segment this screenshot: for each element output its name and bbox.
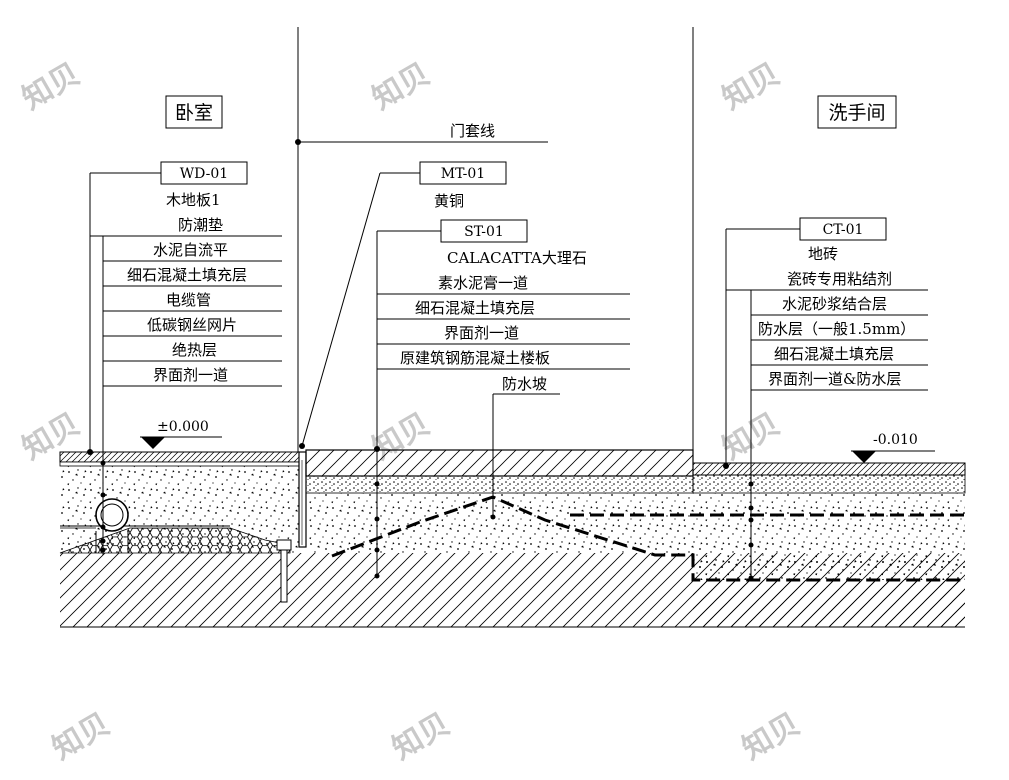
- ct-layer-5: 细石混凝土填充层: [774, 345, 894, 363]
- st-layer-1: CALACATTA大理石: [447, 249, 587, 267]
- ct-layer-1: 地砖: [808, 245, 838, 263]
- ct-layer-2: 瓷砖专用粘结剂: [787, 270, 892, 288]
- waterproof-slope-label: 防水坡: [502, 375, 547, 393]
- level-mark-right: -0.010: [851, 432, 935, 463]
- callout-st-code: ST-01: [464, 224, 504, 240]
- section-body: [59, 449, 966, 628]
- wd-layer-3: 水泥自流平: [153, 241, 228, 259]
- wd-layer-4: 细石混凝土填充层: [127, 266, 247, 284]
- wd-layer-8: 界面剂一道: [153, 366, 228, 384]
- room-label-washroom-text: 洗手间: [828, 102, 885, 124]
- room-label-washroom: 洗手间: [817, 95, 897, 129]
- slope-callout: 防水坡: [490, 375, 560, 520]
- waterproof-slope-line: [331, 495, 965, 582]
- filling-layer-middle: [306, 493, 693, 553]
- callout-ct: CT-01 地砖 瓷砖专用粘结剂 水泥砂浆结合层 防水层（一般1.5mm） 细石…: [723, 217, 928, 581]
- mortar-layer-right: [692, 474, 966, 494]
- cable-conduit: [95, 498, 129, 553]
- wd-layer-7: 绝热层: [172, 341, 217, 359]
- callout-ct-code: CT-01: [823, 222, 864, 238]
- door-frame-lines: [295, 27, 694, 452]
- ct-layer-3: 水泥砂浆结合层: [782, 295, 887, 313]
- self-leveling-left: [59, 461, 301, 467]
- floor-tile-right: [692, 462, 966, 476]
- callout-st: ST-01 CALACATTA大理石 素水泥膏一道 细石混凝土填充层 界面剂一道…: [374, 219, 630, 579]
- slab-step-mask: [693, 553, 965, 580]
- wd-layer-5: 电缆管: [166, 291, 211, 309]
- st-layer-4: 界面剂一道: [444, 324, 519, 342]
- level-mark-left: ±0.000: [140, 419, 222, 449]
- brass-strip: [298, 451, 307, 548]
- watermark-1: 知贝: [17, 57, 86, 117]
- marble-stone: [305, 449, 694, 477]
- wd-layer-1: 木地板1: [166, 191, 221, 209]
- wd-layer-6: 低碳钢丝网片: [147, 316, 237, 334]
- wd-layer-2: 防潮垫: [178, 216, 223, 234]
- callout-mt-code: MT-01: [441, 166, 485, 182]
- callout-mt: MT-01 黄铜: [301, 161, 507, 447]
- level-left-text: ±0.000: [157, 419, 209, 435]
- st-layer-5: 原建筑钢筋混凝土楼板: [400, 349, 550, 367]
- ct-layer-6: 界面剂一道&防水层: [768, 370, 901, 388]
- callout-wd-code: WD-01: [180, 166, 228, 182]
- watermark-2: 知贝: [367, 57, 436, 117]
- anchor-bolt: [276, 539, 292, 603]
- watermark-3: 知贝: [717, 57, 786, 117]
- slab-step-right: [693, 580, 965, 627]
- mt-layer-1: 黄铜: [434, 192, 464, 210]
- watermark-8: 知贝: [387, 707, 456, 767]
- cement-paste-layer: [305, 475, 694, 494]
- room-label-bedroom-text: 卧室: [175, 102, 213, 124]
- door-casing-label: 门套线: [450, 122, 495, 140]
- ct-layer-4: 防水层（一般1.5mm）: [758, 320, 915, 338]
- watermark-7: 知贝: [47, 707, 116, 767]
- wood-floor-left: [59, 451, 301, 463]
- level-right-text: -0.010: [873, 432, 918, 448]
- st-layer-2: 素水泥膏一道: [438, 274, 528, 292]
- watermark-9: 知贝: [737, 707, 806, 767]
- room-label-bedroom: 卧室: [165, 95, 223, 129]
- callout-wd: WD-01 木地板1 防潮垫 水泥自流平 细石混凝土填充层 电缆管 低碳钢丝网片…: [87, 161, 282, 555]
- watermark-group: 知贝 知贝 知贝 知贝 知贝 知贝 知贝 知贝 知贝: [17, 57, 806, 767]
- st-layer-3: 细石混凝土填充层: [415, 299, 535, 317]
